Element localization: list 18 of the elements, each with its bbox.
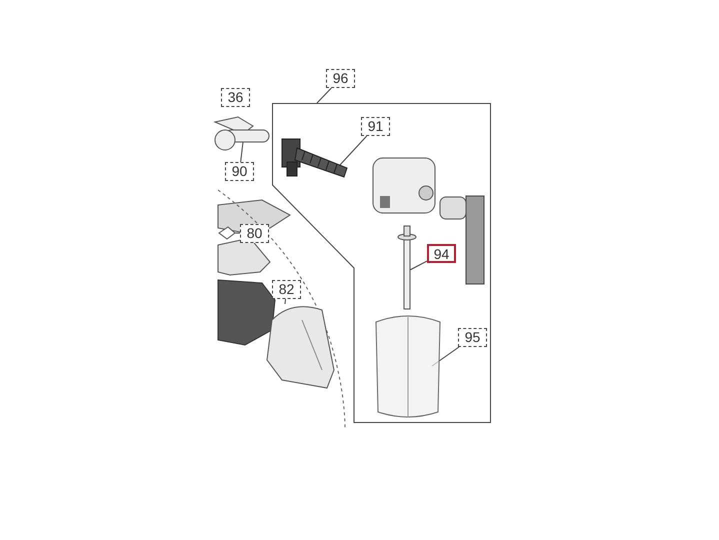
part-drawing	[281, 138, 349, 178]
callout-number: 95	[458, 328, 487, 347]
leader-line	[284, 298, 286, 304]
part-drawing	[218, 225, 236, 240]
callout-number: 36	[221, 88, 250, 107]
group-frame	[272, 103, 491, 423]
callout-number: 96	[326, 69, 355, 88]
callout-number: 91	[361, 117, 390, 136]
callout-number: 94	[427, 244, 456, 263]
callout-number: 80	[240, 224, 269, 243]
leader-line	[240, 142, 244, 162]
callout-number: 82	[272, 280, 301, 299]
callout-number: 90	[225, 162, 254, 181]
leader-line	[338, 136, 368, 166]
leader-line	[408, 260, 428, 272]
leader-line	[316, 88, 332, 104]
leader-line	[234, 232, 240, 234]
part-drawing	[396, 225, 418, 310]
